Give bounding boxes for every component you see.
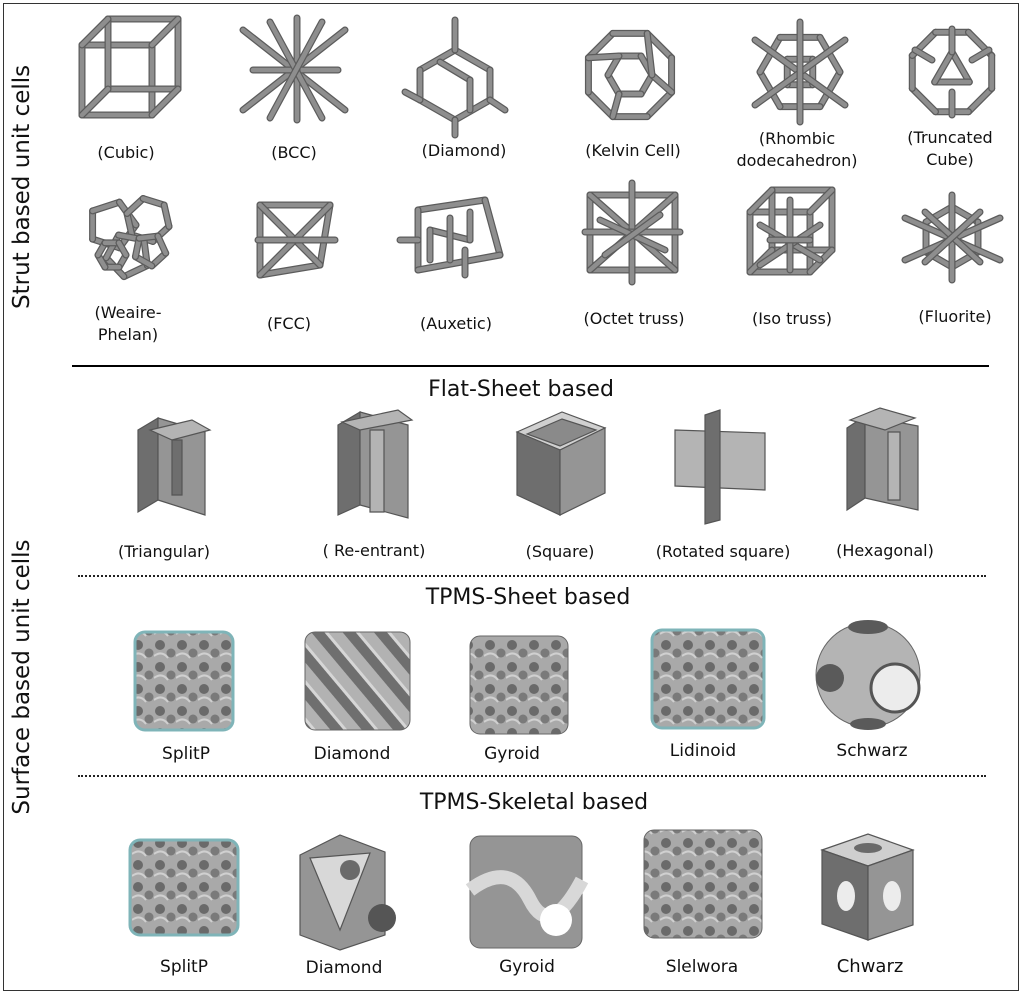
- caption: (Fluorite): [918, 307, 992, 326]
- caption: Schwarz: [836, 741, 908, 761]
- hexagonal-flat-cell: [846, 407, 919, 512]
- caption: ( Re-entrant): [322, 541, 426, 560]
- gyroid-sheet-cell: [469, 635, 569, 735]
- section-heading-tpms-sheet: TPMS-Sheet based: [425, 585, 631, 610]
- reentrant-flat-cell: [337, 409, 414, 519]
- gyroid-skeletal-cell: [465, 835, 589, 949]
- caption: (Diamond): [421, 141, 507, 160]
- section-separator-dotted: [78, 775, 986, 777]
- caption: (Auxetic): [420, 314, 492, 333]
- kelvin-cell: [584, 29, 676, 121]
- rotated-square-flat-cell: [674, 409, 766, 525]
- caption: (Iso truss): [751, 309, 833, 328]
- caption: Lidinoid: [669, 741, 737, 761]
- caption: SplitP: [162, 744, 210, 764]
- section-separator-dotted: [78, 575, 986, 577]
- truncated-cube-cell: [908, 25, 996, 119]
- cubic-cell: [78, 15, 182, 119]
- diamond-cell: [401, 16, 509, 139]
- square-flat-cell: [515, 411, 607, 516]
- caption: SplitP: [160, 957, 208, 977]
- octet-truss-cell: [581, 179, 684, 286]
- caption: Diamond: [313, 744, 391, 764]
- splitp-skeletal-cell: [128, 838, 240, 937]
- caption: (Square): [525, 542, 595, 561]
- fcc-cell: [254, 201, 339, 279]
- caption: Gyroid: [499, 957, 555, 977]
- iso-truss-cell: [746, 186, 836, 276]
- caption: (Triangular): [118, 542, 210, 561]
- caption: Slelwora: [665, 957, 739, 977]
- caption: (Weaire-Phelan): [94, 303, 162, 344]
- section-heading-flat: Flat-Sheet based: [428, 377, 614, 402]
- caption: (Hexagonal): [836, 541, 934, 560]
- section-separator: [72, 365, 989, 367]
- diamond-skeletal-cell: [299, 834, 396, 951]
- lidinoid-sheet-cell: [650, 628, 766, 730]
- caption: Diamond: [305, 958, 383, 978]
- diamond-sheet-cell: [304, 631, 411, 731]
- fluorite-cell: [901, 191, 1004, 284]
- caption: (Rotated square): [655, 542, 791, 561]
- caption: (Octet truss): [583, 309, 685, 328]
- caption: (Cubic): [97, 143, 155, 162]
- schwarz-sheet-cell: [815, 620, 921, 730]
- slelwora-skeletal-cell: [643, 829, 763, 939]
- figure-border: [3, 3, 1019, 991]
- auxetic-cell: [396, 196, 504, 279]
- caption: Gyroid: [484, 744, 540, 764]
- weaire-phelan-cell: [89, 195, 173, 281]
- chwarz-skeletal-cell: [820, 833, 915, 941]
- bcc-cell: [239, 14, 349, 124]
- caption: (Kelvin Cell): [585, 141, 681, 160]
- caption: (FCC): [266, 314, 312, 333]
- caption: Chwarz: [836, 956, 904, 977]
- splitp-sheet-cell: [133, 630, 235, 732]
- section-heading-tpms-skeletal: TPMS-Skeletal based: [419, 790, 649, 815]
- rhombic-dodecahedron-cell: [751, 18, 849, 126]
- triangular-flat-cell: [137, 416, 212, 516]
- caption: (BCC): [271, 143, 317, 162]
